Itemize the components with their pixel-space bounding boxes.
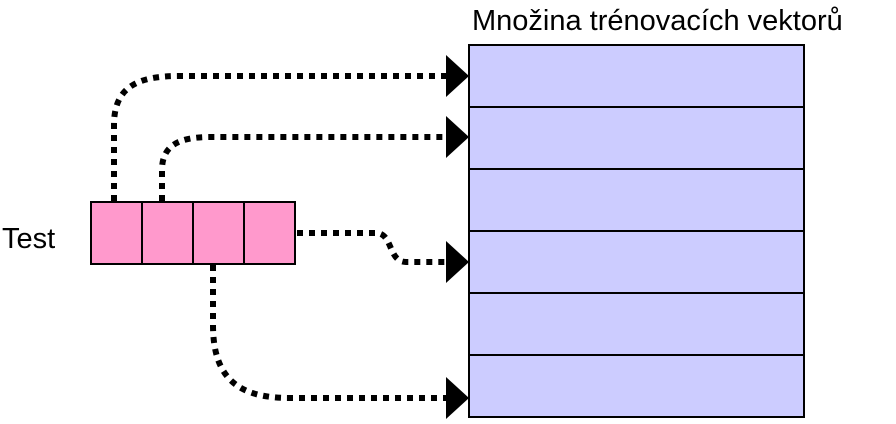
test-cell (90, 201, 143, 265)
training-set (468, 44, 805, 418)
arrow-cell1-row1 (111, 73, 446, 201)
training-set-title: Množina trénovacích vektorů (472, 5, 843, 37)
test-label: Test (2, 223, 55, 255)
training-row (468, 168, 805, 232)
arrowhead (446, 377, 469, 419)
arrow-cell3-row6 (210, 265, 446, 401)
arrowhead (446, 116, 469, 158)
training-row (468, 106, 805, 170)
arrowheads (446, 55, 469, 419)
test-cell (243, 201, 296, 265)
connectors (111, 73, 446, 401)
test-vector (90, 201, 296, 265)
arrow-cell4-row4 (297, 230, 446, 265)
test-cell (141, 201, 194, 265)
arrowhead (446, 241, 469, 283)
training-row (468, 292, 805, 356)
arrow-cell2-row2 (159, 134, 446, 201)
arrowhead (446, 55, 469, 97)
training-row (468, 354, 805, 418)
training-row (468, 44, 805, 108)
test-cell (192, 201, 245, 265)
training-row (468, 230, 805, 294)
